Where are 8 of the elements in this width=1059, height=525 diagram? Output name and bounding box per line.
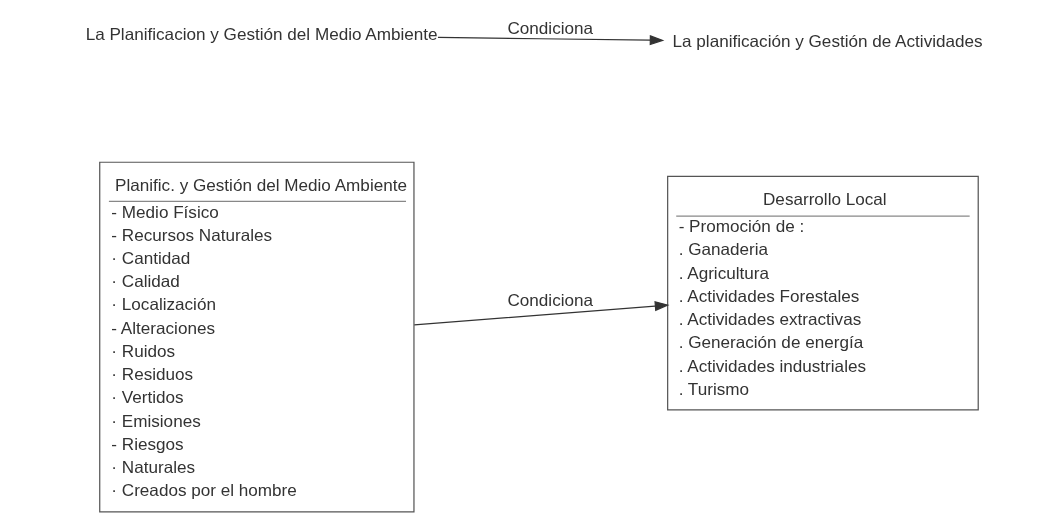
node-box: Planific. y Gestión del Medio Ambiente - Medio Físico - Recursos Naturales · Cantidad · Calidad · Localización - Alteraciones · Ruidos · Residuos · Vertidos · Emisiones - Riesgos · Naturales · Creados por el hombre [99,161,415,513]
arrow [437,35,665,46]
node-text: La Planificacion y Gestión del Medio Ambiente [85,24,438,44]
arrow [413,300,670,326]
edge-label: Condiciona [507,290,594,310]
node-box: Desarrollo Local - Promoción de : . Ganaderia . Agricultura . Actividades Forestales . Actividades extractivas . Generación de energía . Actividades industriales . Turismo [667,175,979,411]
edge-label: Condiciona [507,19,594,39]
node-text: La planificación y Gestión de Actividades [672,31,983,51]
